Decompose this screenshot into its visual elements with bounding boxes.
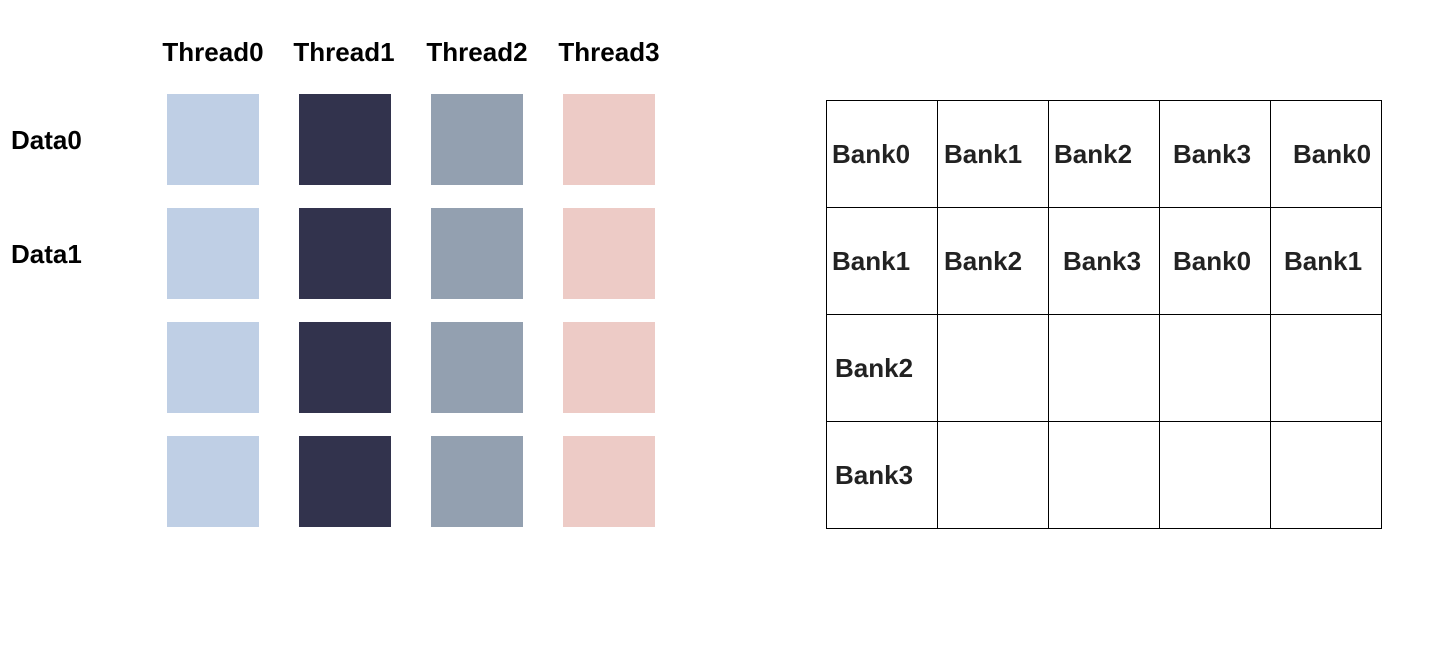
bank-cell-label: Bank2 xyxy=(835,352,914,383)
bank-cell-label: Bank1 xyxy=(832,245,911,276)
data-label-1: Data1 xyxy=(11,239,82,269)
bank-cell xyxy=(937,421,1049,529)
data-cell-r2-t3 xyxy=(563,322,655,413)
data-cell-r2-t1 xyxy=(299,322,391,413)
data-cell-r0-t2 xyxy=(431,94,523,185)
bank-cell: Bank1 xyxy=(826,207,938,315)
data-cell-r3-t1 xyxy=(299,436,391,527)
data-cell-r0-t0 xyxy=(167,94,259,185)
bank-cell: Bank3 xyxy=(1048,207,1160,315)
bank-cell-label: Bank1 xyxy=(944,138,1023,169)
data-cell-r2-t0 xyxy=(167,322,259,413)
bank-cell xyxy=(1048,421,1160,529)
thread-label-1: Thread1 xyxy=(293,37,395,67)
data-cell-r1-t1 xyxy=(299,208,391,299)
data-cell-r3-t2 xyxy=(431,436,523,527)
bank-cell: Bank0 xyxy=(1159,207,1271,315)
bank-row: Bank3 xyxy=(826,421,1382,529)
bank-cell xyxy=(1159,421,1271,529)
bank-row: Bank1 Bank2 Bank3 Bank0 Bank1 xyxy=(826,207,1382,315)
bank-cell-label: Bank3 xyxy=(1063,245,1142,276)
bank-cell-label: Bank0 xyxy=(1293,138,1372,169)
bank-cell-label: Bank3 xyxy=(1173,138,1252,169)
thread-label-3: Thread3 xyxy=(558,37,660,67)
bank-cell: Bank3 xyxy=(1159,100,1271,208)
bank-cell-label: Bank3 xyxy=(835,459,914,490)
bank-cell-label: Bank0 xyxy=(832,138,911,169)
data-cell-r0-t3 xyxy=(563,94,655,185)
bank-cell-label: Bank1 xyxy=(1284,245,1363,276)
bank-row: Bank0 Bank1 Bank2 Bank3 Bank0 xyxy=(826,100,1382,208)
bank-cell xyxy=(1270,421,1382,529)
data-cell-r0-t1 xyxy=(299,94,391,185)
bank-cell: Bank2 xyxy=(937,207,1049,315)
bank-cell: Bank1 xyxy=(937,100,1049,208)
bank-cell-label: Bank2 xyxy=(944,245,1023,276)
data-cell-r3-t3 xyxy=(563,436,655,527)
data-cell-r1-t3 xyxy=(563,208,655,299)
bank-cell: Bank3 xyxy=(826,421,938,529)
bank-cell xyxy=(937,314,1049,422)
bank-cell: Bank2 xyxy=(826,314,938,422)
data-cell-r1-t2 xyxy=(431,208,523,299)
thread-label-2: Thread2 xyxy=(426,37,528,67)
bank-cell: Bank1 xyxy=(1270,207,1382,315)
bank-cell: Bank0 xyxy=(826,100,938,208)
thread-label-0: Thread0 xyxy=(162,37,264,67)
bank-cell: Bank0 xyxy=(1270,100,1382,208)
bank-cell: Bank2 xyxy=(1048,100,1160,208)
bank-cell xyxy=(1159,314,1271,422)
data-cell-r3-t0 xyxy=(167,436,259,527)
bank-cell xyxy=(1270,314,1382,422)
data-cell-r1-t0 xyxy=(167,208,259,299)
bank-cell xyxy=(1048,314,1160,422)
bank-table: Bank0 Bank1 Bank2 Bank3 Bank0 Bank1 Bank… xyxy=(826,100,1382,529)
data-label-0: Data0 xyxy=(11,125,82,155)
data-cell-r2-t2 xyxy=(431,322,523,413)
bank-cell-label: Bank0 xyxy=(1173,245,1252,276)
bank-cell-label: Bank2 xyxy=(1054,138,1133,169)
bank-row: Bank2 xyxy=(826,314,1382,422)
